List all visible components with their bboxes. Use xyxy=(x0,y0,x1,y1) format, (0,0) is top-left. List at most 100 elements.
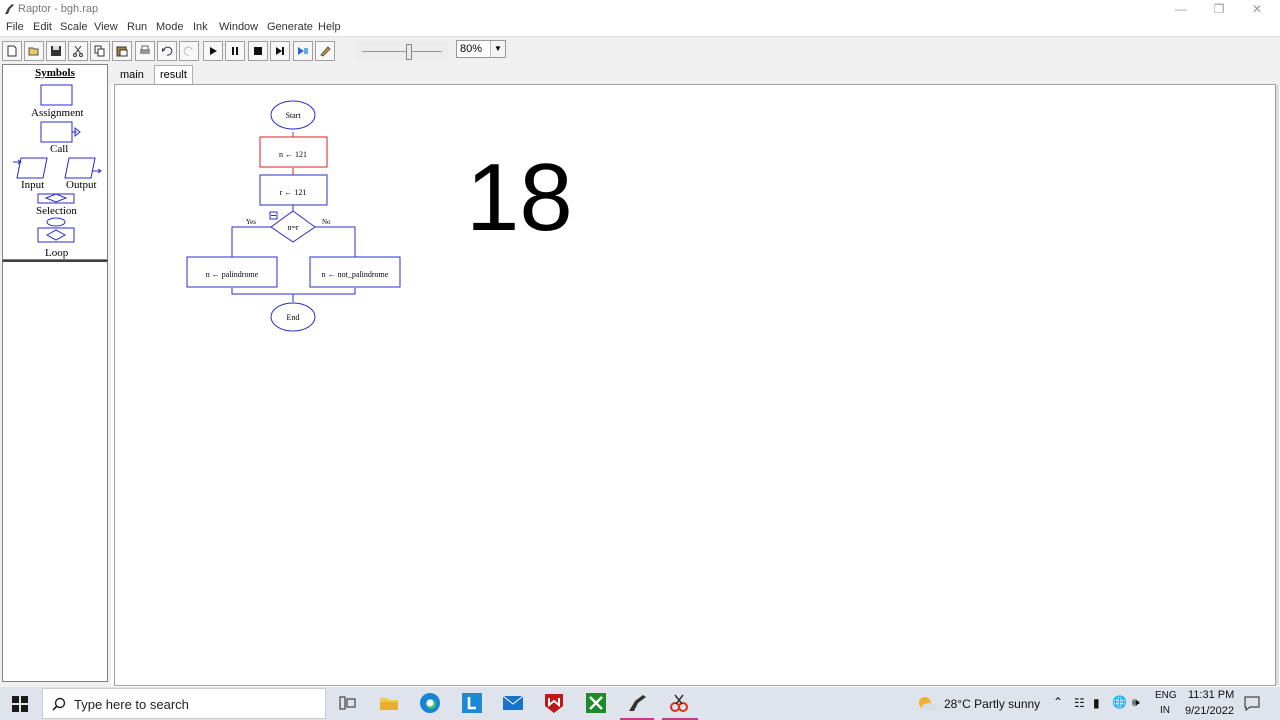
raptor-app-icon xyxy=(3,2,15,18)
clock-date[interactable]: 9/21/2022 xyxy=(1185,705,1234,717)
output-symbol-icon[interactable] xyxy=(64,157,96,179)
end-terminal[interactable] xyxy=(270,302,316,332)
yes-branch-label: n ← palindrome xyxy=(206,270,259,279)
loop-symbol-icon[interactable] xyxy=(46,217,66,227)
test-server-icon[interactable] xyxy=(293,41,313,61)
symbols-panel: Symbols Assignment Call Input Output Sel… xyxy=(0,63,111,687)
minimize-icon[interactable]: — xyxy=(1175,2,1187,16)
zoom-slider-track xyxy=(362,51,442,52)
globe-icon[interactable]: 🌐 xyxy=(1112,695,1127,709)
start-terminal[interactable] xyxy=(270,100,316,130)
menu-ink[interactable]: Ink xyxy=(193,21,208,33)
save-icon[interactable] xyxy=(46,41,66,61)
play-icon[interactable] xyxy=(203,41,223,61)
meet-now-icon[interactable]: ☷ xyxy=(1074,696,1085,710)
yes-label: Yes xyxy=(246,218,256,226)
ink-pen-icon[interactable] xyxy=(315,41,335,61)
symbols-title: Symbols xyxy=(35,67,75,79)
decision-label: n=r xyxy=(287,223,299,232)
assign1-label: n ← 121 xyxy=(279,150,307,159)
tab-main[interactable]: main xyxy=(120,69,144,81)
menu-window[interactable]: Window xyxy=(219,21,259,33)
chevron-down-icon[interactable]: ▼ xyxy=(490,41,505,57)
no-branch-label: n ← not_palindrome xyxy=(322,270,389,279)
flowchart-canvas[interactable]: Start n ← 121 r ← 121 n=r Yes No n ← pal… xyxy=(114,84,1279,686)
mail-icon[interactable] xyxy=(501,691,525,715)
zoom-slider[interactable] xyxy=(356,41,448,61)
copy-icon[interactable] xyxy=(90,41,110,61)
taskbar-search[interactable]: Type here to search xyxy=(42,688,326,719)
open-icon[interactable] xyxy=(24,41,44,61)
no-branch-box[interactable] xyxy=(309,256,401,288)
l-app-icon[interactable] xyxy=(460,691,484,715)
symbol-label-call: Call xyxy=(50,143,69,155)
undo-icon[interactable] xyxy=(157,41,177,61)
no-label: No xyxy=(322,218,331,226)
zoom-slider-thumb[interactable] xyxy=(406,44,412,60)
close-icon[interactable]: ✕ xyxy=(1251,2,1263,16)
watch-panel xyxy=(2,260,108,682)
battery-icon[interactable]: ▮ xyxy=(1093,696,1100,710)
symbol-label-assignment: Assignment xyxy=(31,107,84,119)
file-explorer-icon[interactable] xyxy=(377,691,401,715)
weather-text[interactable]: 28°C Partly sunny xyxy=(944,697,1041,711)
active-app-indicator xyxy=(620,718,654,720)
assignment-symbol-icon[interactable] xyxy=(40,84,73,106)
window-title: Raptor - bgh.rap xyxy=(18,3,99,15)
toolbar: 80% ▼ xyxy=(0,36,1280,65)
symbol-label-input: Input xyxy=(21,179,45,191)
edge-browser-icon[interactable] xyxy=(418,691,442,715)
windows-start-icon[interactable] xyxy=(12,696,28,717)
assignment-box-r[interactable] xyxy=(259,174,328,206)
partly-sunny-icon xyxy=(916,694,938,717)
subchart-tabs: main result xyxy=(111,63,1280,85)
pause-icon[interactable] xyxy=(225,41,245,61)
new-icon[interactable] xyxy=(2,41,22,61)
active-app-indicator-2 xyxy=(662,718,698,720)
call-symbol-icon[interactable] xyxy=(40,121,73,143)
tab-result[interactable]: result xyxy=(154,65,193,85)
result-output-text: 18 xyxy=(466,144,573,251)
menu-view[interactable]: View xyxy=(94,21,118,33)
start-label: Start xyxy=(285,111,301,120)
lang-top[interactable]: ENG xyxy=(1155,690,1177,701)
xbox-icon[interactable] xyxy=(584,691,608,715)
symbols-palette: Symbols Assignment Call Input Output Sel… xyxy=(2,64,108,260)
raptor-taskbar-icon[interactable] xyxy=(625,691,649,715)
task-view-icon[interactable] xyxy=(335,691,359,715)
paste-icon[interactable] xyxy=(112,41,132,61)
yes-branch-box[interactable] xyxy=(186,256,278,288)
menu-scale[interactable]: Scale xyxy=(60,21,88,33)
symbol-label-selection: Selection xyxy=(36,205,77,217)
lang-bottom[interactable]: IN xyxy=(1160,705,1170,716)
stop-icon[interactable] xyxy=(248,41,268,61)
clock-time[interactable]: 11:31 PM xyxy=(1188,689,1235,701)
zoom-select[interactable]: 80% ▼ xyxy=(456,40,506,58)
maximize-icon[interactable]: ❐ xyxy=(1213,2,1225,16)
chevron-up-icon[interactable]: ⌃ xyxy=(1053,695,1064,709)
cut-icon[interactable] xyxy=(68,41,88,61)
mcafee-icon[interactable] xyxy=(542,691,566,715)
taskbar: Type here to search 28°C Partly sunny ⌃ … xyxy=(0,687,1280,720)
menu-file[interactable]: File xyxy=(6,21,24,33)
assignment-box-n[interactable] xyxy=(259,136,328,168)
search-placeholder: Type here to search xyxy=(74,697,189,712)
menu-run[interactable]: Run xyxy=(127,21,148,33)
volume-icon[interactable]: 🕪 xyxy=(1132,695,1140,709)
print-icon[interactable] xyxy=(135,41,155,61)
notification-icon[interactable] xyxy=(1244,695,1260,716)
canvas-scrollbar[interactable] xyxy=(1276,85,1279,685)
decision-diamond[interactable] xyxy=(270,210,316,243)
title-bar: Raptor - bgh.rap — ❐ ✕ xyxy=(0,0,1280,19)
flowchart: Start n ← 121 r ← 121 n=r Yes No n ← pal… xyxy=(186,100,401,332)
snipping-tool-icon[interactable] xyxy=(667,691,691,715)
menu-help[interactable]: Help xyxy=(318,21,341,33)
menu-generate[interactable]: Generate xyxy=(267,21,313,33)
end-label: End xyxy=(287,313,300,322)
menu-mode[interactable]: Mode xyxy=(156,21,184,33)
input-symbol-icon[interactable] xyxy=(16,157,48,179)
symbol-label-output: Output xyxy=(66,179,97,191)
menu-edit[interactable]: Edit xyxy=(33,21,52,33)
redo-icon xyxy=(179,41,199,61)
step-icon[interactable] xyxy=(270,41,290,61)
